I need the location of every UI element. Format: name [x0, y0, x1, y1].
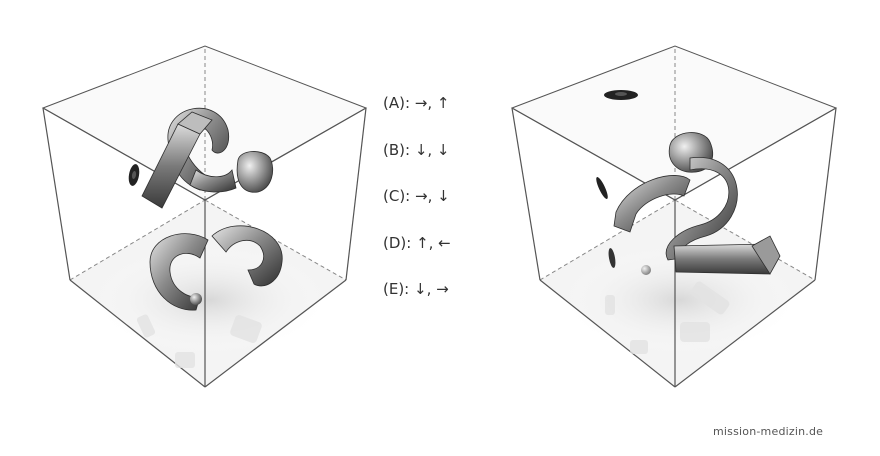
- right-disc-low: [608, 248, 616, 268]
- option-d: (D): ↑, ←: [383, 233, 451, 252]
- answer-options: (A): →, ↑ (B): ↓, ↓ (C): →, ↓ (D): ↑, ← …: [383, 92, 451, 325]
- right-ball: [641, 265, 651, 275]
- right-cube-reflections: [605, 281, 730, 354]
- right-disc-wall: [596, 177, 608, 199]
- left-rounded-cube: [236, 151, 274, 193]
- left-ball: [190, 293, 202, 305]
- left-disc-hole: [131, 171, 137, 179]
- option-c: (C): →, ↓: [383, 187, 450, 205]
- right-cube-hidden-edges: [539, 46, 816, 281]
- left-cube-floor-shadow: [90, 245, 330, 355]
- left-cube: [41, 45, 368, 388]
- option-e: (E): ↓, →: [383, 280, 449, 298]
- left-torus-bottom-2: [211, 225, 283, 287]
- left-torus-bottom-1: [149, 233, 209, 311]
- option-b: (B): ↓, ↓: [383, 140, 450, 159]
- left-bar: [141, 111, 213, 209]
- right-disc-top-hole: [615, 92, 627, 96]
- right-bar: [673, 235, 781, 275]
- left-cube-reflections: [136, 314, 262, 368]
- right-flat-arc: [613, 175, 691, 233]
- right-cube: [510, 45, 838, 388]
- option-a: (A): →, ↑: [383, 94, 450, 112]
- right-cube-edges: [511, 107, 837, 388]
- source-credit: mission-medizin.de: [713, 425, 824, 438]
